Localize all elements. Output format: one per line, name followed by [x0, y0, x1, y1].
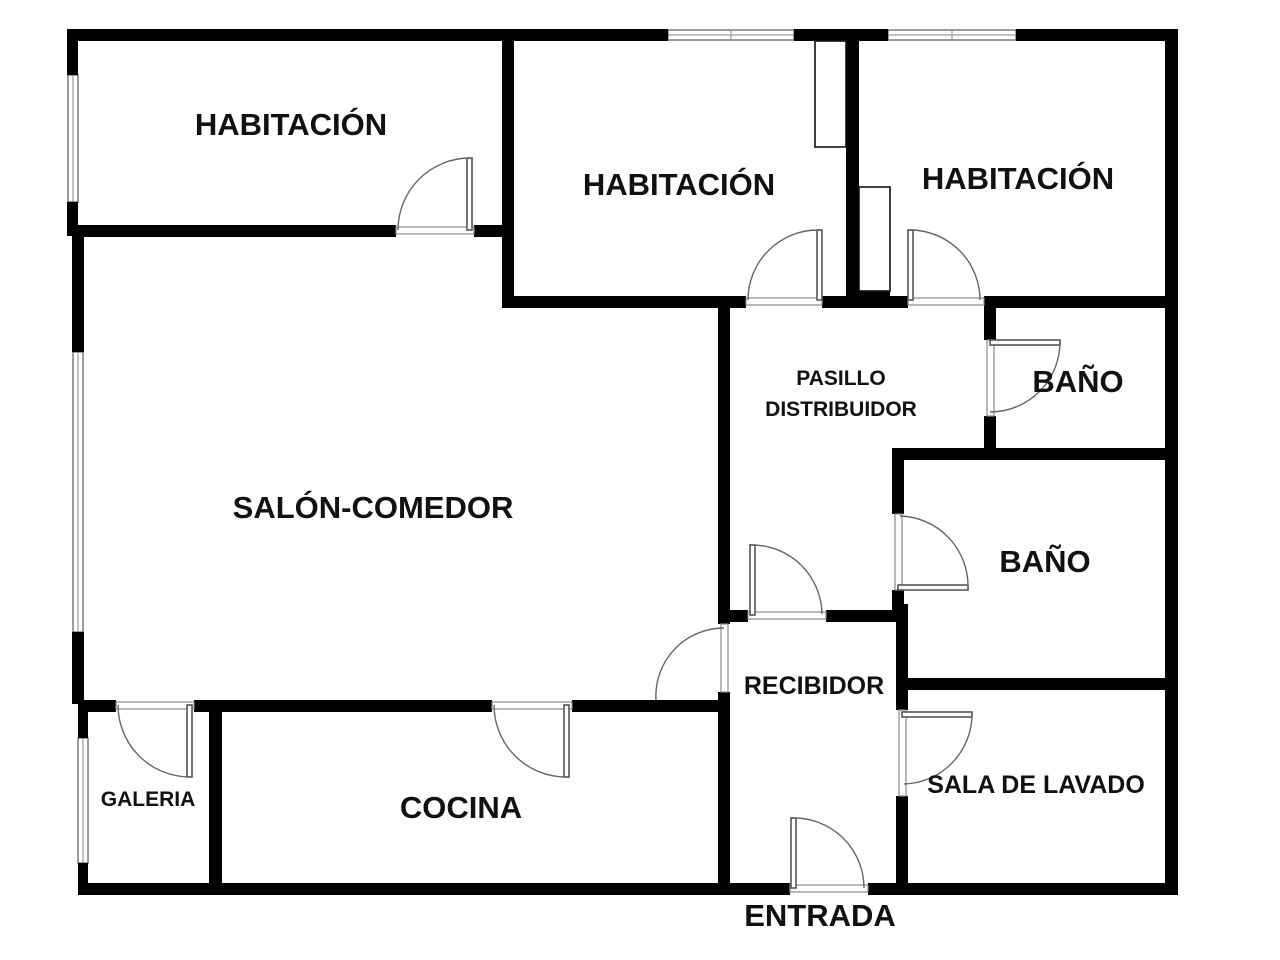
door-salon: [655, 623, 729, 701]
door-habitacion-2: [745, 229, 823, 306]
walls: [67, 29, 1178, 895]
room-labels: HABITACIÓN HABITACIÓN HABITACIÓN SALÓN-C…: [101, 106, 1145, 933]
label-cocina: COCINA: [400, 790, 522, 825]
door-habitacion-3: [907, 229, 985, 306]
doors: [115, 157, 1061, 893]
door-cocina: [491, 701, 573, 778]
closets: [814, 40, 891, 292]
door-habitacion-1: [395, 157, 475, 235]
label-entrada: ENTRADA: [744, 898, 896, 933]
label-sala-de-lavado: SALA DE LAVADO: [927, 771, 1145, 799]
door-bano-1: [986, 339, 1061, 417]
label-habitacion-3: HABITACIÓN: [922, 160, 1114, 196]
door-galeria: [115, 701, 195, 778]
label-habitacion-2: HABITACIÓN: [583, 166, 775, 202]
door-entrada: [789, 817, 869, 893]
label-habitacion-1: HABITACIÓN: [195, 106, 387, 142]
label-recibidor: RECIBIDOR: [744, 672, 884, 700]
door-bano-2: [894, 513, 969, 591]
door-lavado: [898, 709, 973, 797]
label-distribuidor: DISTRIBUIDOR: [765, 398, 917, 421]
door-pasillo: [747, 544, 827, 620]
window-left-galeria: [77, 737, 89, 864]
closet-habitacion-2: [814, 40, 847, 148]
label-bano-1: BAÑO: [1032, 364, 1123, 399]
closet-habitacion-3: [858, 186, 891, 292]
window-top-center: [667, 29, 795, 41]
label-galeria: GALERIA: [101, 788, 196, 811]
label-pasillo: PASILLO: [796, 367, 885, 390]
label-bano-2: BAÑO: [999, 544, 1090, 579]
window-left-habitacion: [67, 74, 79, 203]
label-salon-comedor: SALÓN-COMEDOR: [233, 489, 514, 525]
window-left-salon: [72, 351, 84, 633]
window-top-right: [887, 29, 1017, 41]
